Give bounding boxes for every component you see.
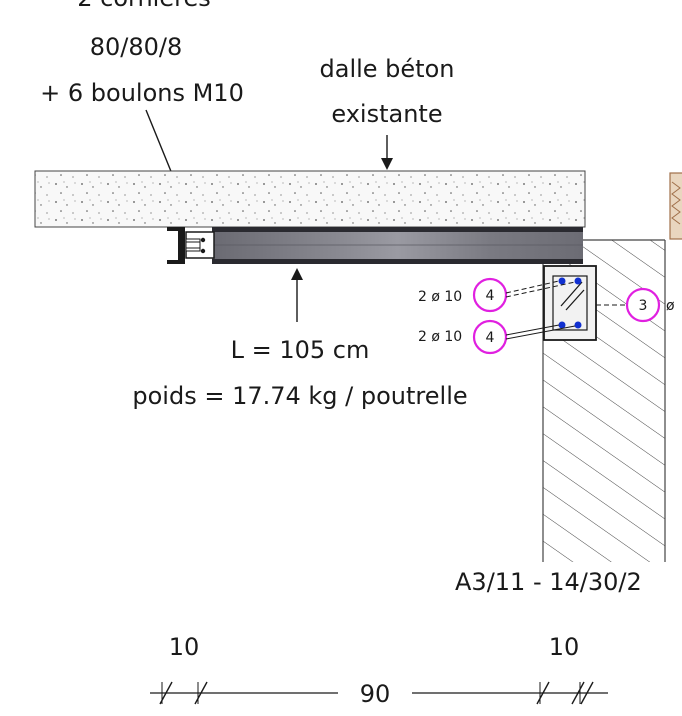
rebar-bottom-left — [558, 321, 566, 329]
slab-label-line2: existante — [331, 100, 442, 128]
beam-weight-label: poids = 17.74 kg / poutrelle — [132, 382, 467, 410]
stirrup-tag-number: 3 — [639, 298, 648, 314]
dimension-tick-2 — [194, 681, 208, 705]
dimension-left-offset: 10 — [169, 633, 200, 661]
rebar-top-tag-number: 4 — [486, 288, 495, 304]
rebar-top-left — [558, 277, 566, 285]
slab-label-line1: dalle béton — [320, 55, 455, 83]
dimension-right-offset: 10 — [549, 633, 580, 661]
stirrup-tag-circle — [625, 287, 661, 323]
concrete-slab — [34, 170, 586, 228]
rebar-top-tag-circle — [472, 277, 508, 313]
bolts-label: + 6 boulons M10 — [40, 79, 244, 107]
wood-grain — [671, 181, 681, 225]
corner-angle-left-lower — [167, 260, 185, 264]
rebar-bottom-label: 2 ø 10 — [418, 329, 462, 345]
steel-beam-top-flange — [212, 227, 583, 232]
dimension-tick-5 — [580, 681, 594, 705]
rebar-bottom-tag-circle — [472, 319, 508, 355]
rebar-bottom-tag-number: 4 — [486, 330, 495, 346]
drawing-reference: A3/11 - 14/30/2 — [455, 568, 642, 596]
beam-length-label: L = 105 cm — [231, 336, 370, 364]
steel-beam-web — [212, 229, 583, 263]
rebar-top-label: 2 ø 10 — [418, 289, 462, 305]
corner-angles-title: 2 cornières — [77, 0, 210, 12]
bolt-2 — [200, 248, 206, 254]
dimension-span: 90 — [360, 680, 391, 708]
steel-beam-bottom-flange — [212, 259, 583, 264]
bolt-1 — [200, 237, 206, 243]
tie-beam-section — [543, 265, 597, 341]
slab-leader-arrowhead — [381, 158, 393, 170]
corner-angle-bolt-slot — [185, 238, 201, 252]
rebar-top-leader-2 — [505, 281, 576, 298]
rebar-bottom-leader-2 — [505, 325, 576, 340]
beam-leader-arrowhead — [291, 268, 303, 280]
stirrup-hook-1 — [560, 281, 583, 307]
dimension-tick-4 — [571, 681, 585, 705]
tie-beam-stirrup — [552, 275, 588, 331]
corner-angle-left-web — [178, 229, 185, 262]
rebar-top-right — [574, 277, 582, 285]
rebar-bottom-leader-1 — [505, 324, 560, 336]
dimension-tick-3 — [536, 681, 550, 705]
stirrup-hook-2 — [565, 289, 585, 311]
rebar-top-leader-1 — [505, 280, 560, 294]
corner-angle-left-upper — [167, 227, 185, 231]
stirrup-diameter-symbol: ø — [666, 298, 675, 314]
corner-angles-size: 80/80/8 — [90, 33, 183, 61]
wood-element — [669, 172, 682, 240]
rebar-bottom-right — [574, 321, 582, 329]
